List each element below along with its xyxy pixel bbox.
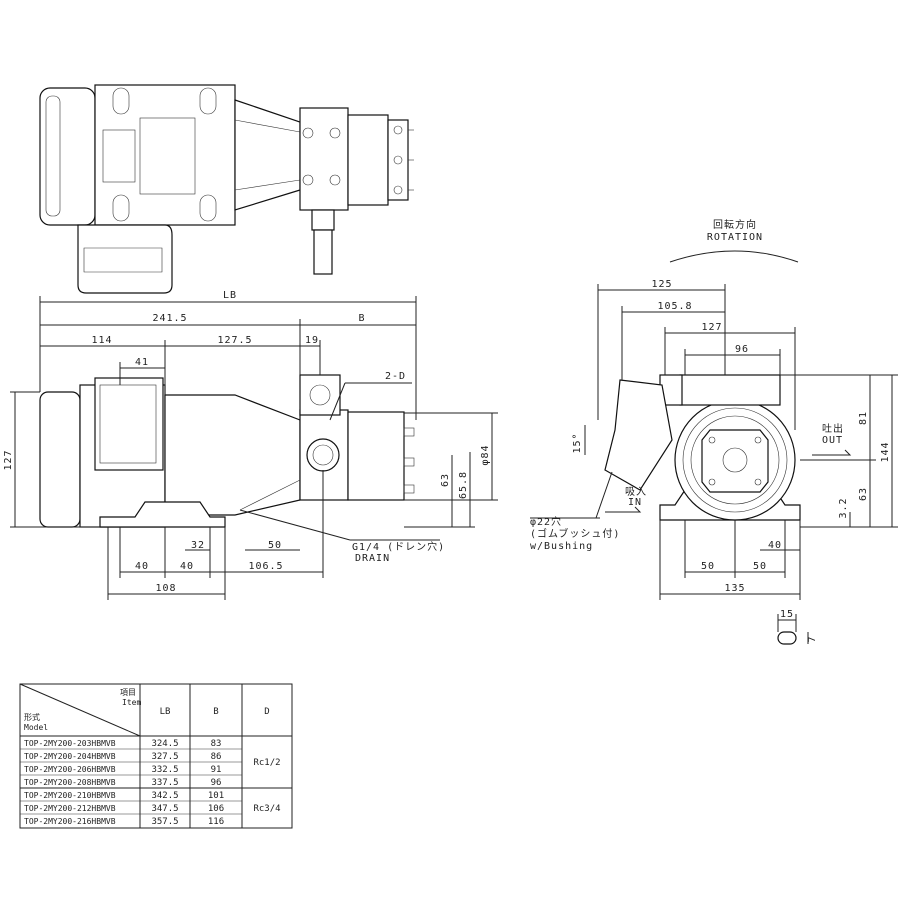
- row-1-lb: 327.5: [151, 752, 178, 762]
- dim-50-a-right: 50: [701, 561, 715, 572]
- rotation-label-en: ROTATION: [707, 232, 763, 243]
- row-3-model: TOP-2MY200-208HBMVB: [24, 778, 116, 787]
- header-model-en: Model: [24, 723, 48, 732]
- dim-127-right: 127: [701, 322, 722, 333]
- in-label-jp: 吸入: [625, 487, 647, 498]
- dim-105-8: 105.8: [657, 301, 692, 312]
- dim-lb: LB: [223, 290, 237, 301]
- dim-127-5: 127.5: [217, 335, 252, 346]
- drain-label-jp: G1/4 (ドレン穴): [352, 540, 445, 553]
- hole-label-jp: φ22穴: [530, 515, 562, 528]
- dim-15-deg: 15°: [572, 432, 583, 453]
- bushing-label-en: w/Bushing: [530, 541, 593, 552]
- out-label-jp: 吐出: [822, 422, 844, 435]
- row-0-b: 83: [211, 739, 222, 749]
- rotation-arrow-icon: [669, 250, 799, 263]
- row-6-model: TOP-2MY200-216HBMVB: [24, 817, 116, 826]
- row-0-model: TOP-2MY200-203HBMVB: [24, 739, 116, 748]
- col-header-d: D: [264, 707, 269, 717]
- row-0-lb: 324.5: [151, 739, 178, 749]
- header-item-jp: 項目: [120, 688, 136, 697]
- row-1-b: 86: [211, 752, 222, 762]
- out-label-en: OUT: [822, 435, 843, 446]
- annotations: G1/4 (ドレン穴) DRAIN 回転方向 ROTATION 吐出 OUT 吸…: [239, 218, 852, 564]
- dim-114: 114: [91, 335, 112, 346]
- dim-63-left: 63: [440, 473, 451, 487]
- row-4-model: TOP-2MY200-210HBMVB: [24, 791, 116, 800]
- row-1-model: TOP-2MY200-204HBMVB: [24, 752, 116, 761]
- in-label-en: IN: [628, 497, 642, 508]
- side-view: [604, 374, 801, 645]
- rotation-label-jp: 回転方向: [713, 218, 757, 231]
- dim-3-2: 3.2: [838, 497, 849, 518]
- row-3-lb: 337.5: [151, 778, 178, 788]
- header-model-jp: 形式: [24, 712, 40, 722]
- dim-125: 125: [651, 279, 672, 290]
- dim-b: B: [358, 313, 365, 324]
- row-6-lb: 357.5: [151, 817, 178, 827]
- dim-50-b-right: 50: [753, 561, 767, 572]
- dim-106-5: 106.5: [248, 561, 283, 572]
- dim-96: 96: [735, 344, 749, 355]
- dim-2-d: 2-D: [385, 371, 406, 382]
- row-3-b: 96: [211, 778, 222, 788]
- row-5-lb: 347.5: [151, 804, 178, 814]
- d-group-0: Rc1/2: [253, 758, 280, 768]
- dim-144: 144: [880, 441, 891, 462]
- row-4-lb: 342.5: [151, 791, 178, 801]
- model-table: 項目 Item 形式 Model LB B D TOP-2MY200-203HB…: [19, 683, 293, 829]
- row-6-b: 116: [208, 817, 224, 827]
- row-5-model: TOP-2MY200-212HBMVB: [24, 804, 116, 813]
- col-header-b: B: [213, 707, 218, 717]
- dimension-lines: LB 241.5 B 114 127.5 19 41 2-D 127 63 65: [3, 279, 898, 644]
- dim-81: 81: [858, 411, 869, 425]
- dim-40-right: 40: [768, 540, 782, 551]
- dim-phi84: φ84: [480, 444, 491, 465]
- header-item-en: Item: [122, 698, 141, 707]
- dim-65-8: 65.8: [458, 471, 469, 499]
- d-group-1: Rc3/4: [253, 804, 280, 814]
- dim-15-slot: 15: [780, 609, 794, 620]
- col-header-lb: LB: [160, 707, 171, 717]
- dim-241-5: 241.5: [152, 313, 187, 324]
- out-arrow-icon: [812, 449, 852, 456]
- row-2-lb: 332.5: [151, 765, 178, 775]
- dim-63-right: 63: [858, 487, 869, 501]
- dim-127-left: 127: [3, 449, 14, 470]
- drain-label-en: DRAIN: [355, 553, 390, 564]
- row-5-b: 106: [208, 804, 224, 814]
- bushing-label-jp: (ゴムブッシュ付): [530, 527, 620, 540]
- top-view: [39, 84, 414, 294]
- dim-40-a: 40: [135, 561, 149, 572]
- dim-135: 135: [724, 583, 745, 594]
- dim-50-bottom: 50: [268, 540, 282, 551]
- dim-41: 41: [135, 357, 149, 368]
- dim-108: 108: [155, 583, 176, 594]
- front-view: [39, 374, 415, 528]
- dim-19: 19: [305, 335, 319, 346]
- dim-7-slot: 7: [807, 635, 818, 642]
- row-4-b: 101: [208, 791, 224, 801]
- dim-40-b: 40: [180, 561, 194, 572]
- row-2-b: 91: [211, 765, 222, 775]
- dim-32: 32: [191, 540, 205, 551]
- row-2-model: TOP-2MY200-206HBMVB: [24, 765, 116, 774]
- in-arrow-icon: [605, 506, 642, 513]
